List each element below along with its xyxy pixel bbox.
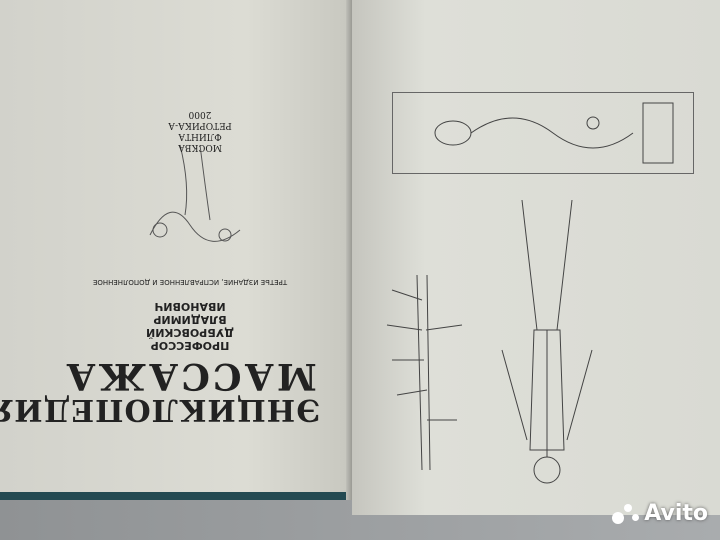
- publisher-block: МОСКВА ФЛИНТА РЕТОРИКА-А 2000: [160, 108, 240, 152]
- watermark-text: Avito: [644, 501, 708, 526]
- publisher-line: ФЛИНТА: [178, 131, 222, 141]
- anatomy-page: [352, 0, 720, 515]
- publisher-line: РЕТОРИКА-А: [168, 120, 232, 130]
- author-line: ДУБРОВСКИЙ: [146, 326, 234, 339]
- author-line: ПРОФЕССОР: [150, 339, 230, 352]
- avito-watermark: Avito: [612, 501, 708, 526]
- massage-illustration: [149, 144, 241, 242]
- title-page: ЭНЦИКЛОПЕДИЯ МАССАЖА ПРОФЕССОР ДУБРОВСКИ…: [0, 0, 352, 492]
- author-line: ИВАНОВИЧ: [154, 300, 226, 313]
- nerve-diagram: [392, 92, 694, 174]
- human-body-illustration: [501, 199, 593, 484]
- author-line: ВЛАДИМИР: [153, 313, 227, 326]
- avito-logo-icon: [612, 502, 640, 526]
- publisher-line: МОСКВА: [178, 142, 222, 152]
- spinal-cord-illustration: [386, 274, 463, 471]
- book-title-line1: ЭНЦИКЛОПЕДИЯ: [0, 392, 320, 427]
- author-block: ПРОФЕССОР ДУБРОВСКИЙ ВЛАДИМИР ИВАНОВИЧ: [90, 300, 290, 352]
- publisher-line: 2000: [188, 109, 212, 119]
- edition-text: ТРЕТЬЕ ИЗДАНИЕ, ИСПРАВЛЕННОЕ И ДОПОЛНЕНН…: [92, 278, 288, 286]
- book-title-line2: МАССАЖА: [63, 355, 317, 397]
